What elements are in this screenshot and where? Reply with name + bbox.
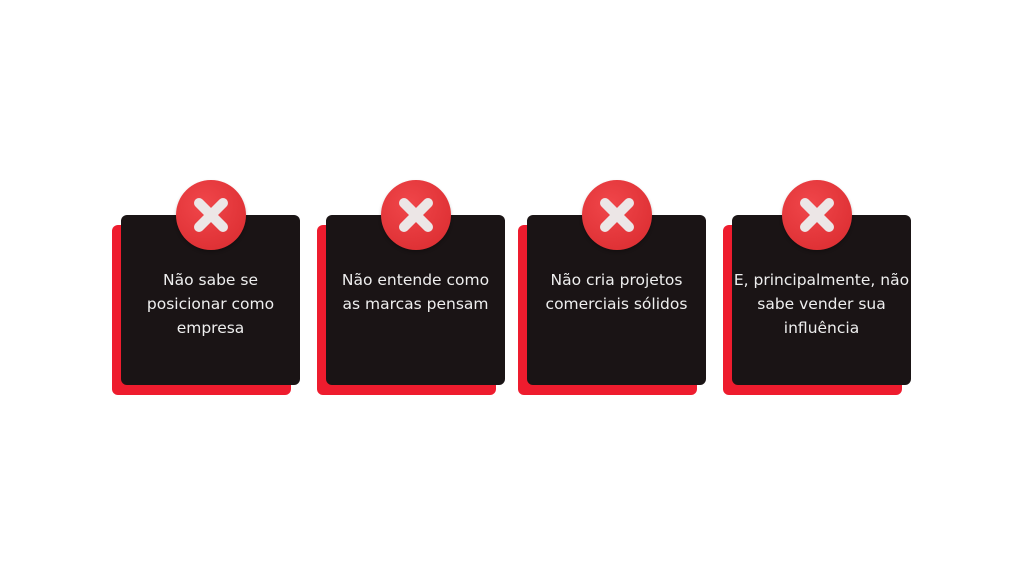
x-icon bbox=[581, 180, 652, 250]
card-4: E, principalmente, não sabe vender sua i… bbox=[723, 180, 911, 395]
card-text: Não sabe se posicionar como empresa bbox=[146, 271, 275, 337]
card-3: Não cria projetos comerciais sólidos bbox=[518, 180, 706, 395]
card-2: Não entende como as marcas pensam bbox=[317, 180, 505, 395]
x-icon bbox=[781, 180, 852, 250]
card-text: Não entende como as marcas pensam bbox=[341, 271, 490, 313]
card-box: Não entende como as marcas pensam bbox=[326, 215, 505, 385]
card-text: Não cria projetos comerciais sólidos bbox=[545, 271, 688, 313]
x-icon bbox=[380, 180, 451, 250]
card-1: Não sabe se posicionar como empresa bbox=[112, 180, 300, 395]
card-text: E, principalmente, não sabe vender sua i… bbox=[733, 271, 910, 337]
x-icon bbox=[175, 180, 246, 250]
